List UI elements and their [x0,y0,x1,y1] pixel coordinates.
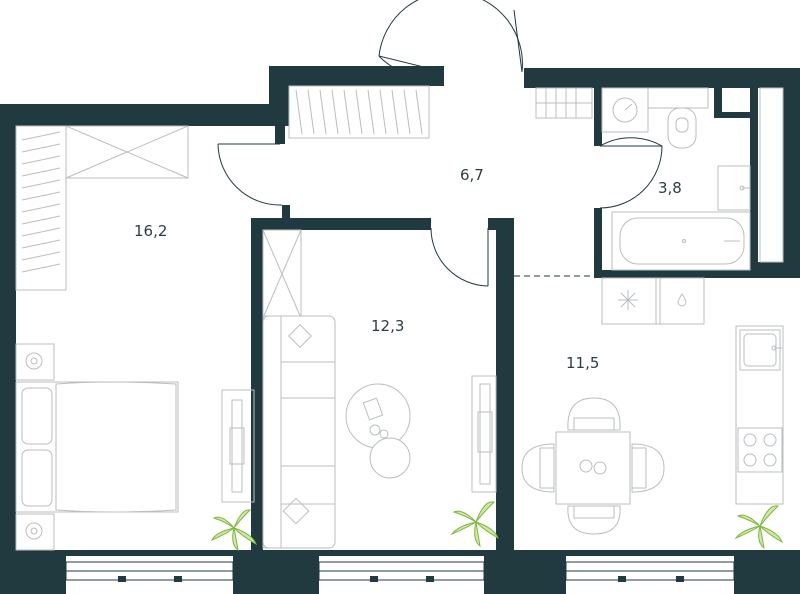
bed [15,381,179,513]
wall-bottom-3 [484,550,566,594]
wall-living-top [251,218,431,230]
bathroom-door [599,137,663,209]
chair-bottom [567,505,621,535]
nightstand-bottom [15,513,55,551]
area-label-bedroom: 16,2 [134,222,167,240]
washing-machine [601,87,649,133]
kitchen-sink [739,329,781,371]
wardrobe-top [65,125,189,179]
wall-bed-living [251,218,263,556]
wall-living-kitchen [496,218,514,556]
area-label-bathroom: 3,8 [658,179,682,197]
wall-bath-bottom [594,270,754,278]
wall-shaft-left [714,88,722,118]
wall-top-bedroom [0,104,285,126]
area-label-living: 12,3 [371,317,404,335]
wall-right [783,68,800,278]
hallway-furniture [288,85,593,139]
ventilation-shaft [759,87,784,263]
hall-wardrobe [288,85,430,139]
chair-top [567,397,621,431]
cushion-2 [282,497,310,525]
tv-stand-living [471,375,497,493]
dining-table [555,431,631,505]
area-labels: 16,2 6,7 3,8 12,3 11,5 [134,166,682,372]
wall-left [0,104,16,556]
wall-bath-corner [758,262,800,278]
area-label-hallway: 6,7 [460,166,484,184]
chair-right [631,443,665,493]
toilet-tank [647,87,709,109]
entrance-door-left [378,55,445,76]
living-door [430,227,489,287]
wall-bath-right [750,88,758,278]
walls [0,66,800,594]
wall-bath-lower [594,208,602,276]
tv-stand-bedroom [221,389,255,503]
toilet-bowl [667,107,697,149]
fridge-unit [601,277,705,325]
bathtub [611,211,751,271]
water-drop-icon [677,293,687,307]
sofa [262,315,336,549]
area-label-kitchen: 11,5 [566,354,599,372]
pillow-1 [21,387,53,445]
living-furniture [262,229,499,549]
wall-shaft-bottom [714,112,758,118]
wall-top-hall [269,66,444,86]
bedroom-door [217,143,283,206]
wall-top-right [524,68,800,88]
side-table [369,437,411,479]
windows [65,561,735,582]
cushion-1 [287,323,313,349]
wall-bed-hall-stub [282,205,290,223]
wall-bath-upper [594,88,602,146]
plant-living [450,501,499,548]
pillow-2 [21,449,53,507]
doors [217,0,663,287]
cooktop [737,427,783,473]
bedroom-furniture [15,125,257,552]
kitchen-counter [735,325,784,505]
wall-bottom-4 [734,550,800,594]
bathroom-fixtures [601,87,784,271]
wardrobe-hangers [21,131,61,273]
nightstand-top [15,343,55,381]
coffee-table [345,383,411,449]
fridge-icon [618,290,638,310]
wall-bottom-2 [233,550,319,594]
blanket [55,381,177,513]
wall-bottom-line [0,550,800,556]
plant-bedroom [210,509,257,552]
plant-kitchen [734,505,783,550]
wall-bottom-1 [0,550,66,594]
chair-left [521,443,555,493]
wardrobe-left [15,125,67,291]
wall-bed-hall-upper [275,126,285,144]
kitchen-furniture [521,277,784,550]
